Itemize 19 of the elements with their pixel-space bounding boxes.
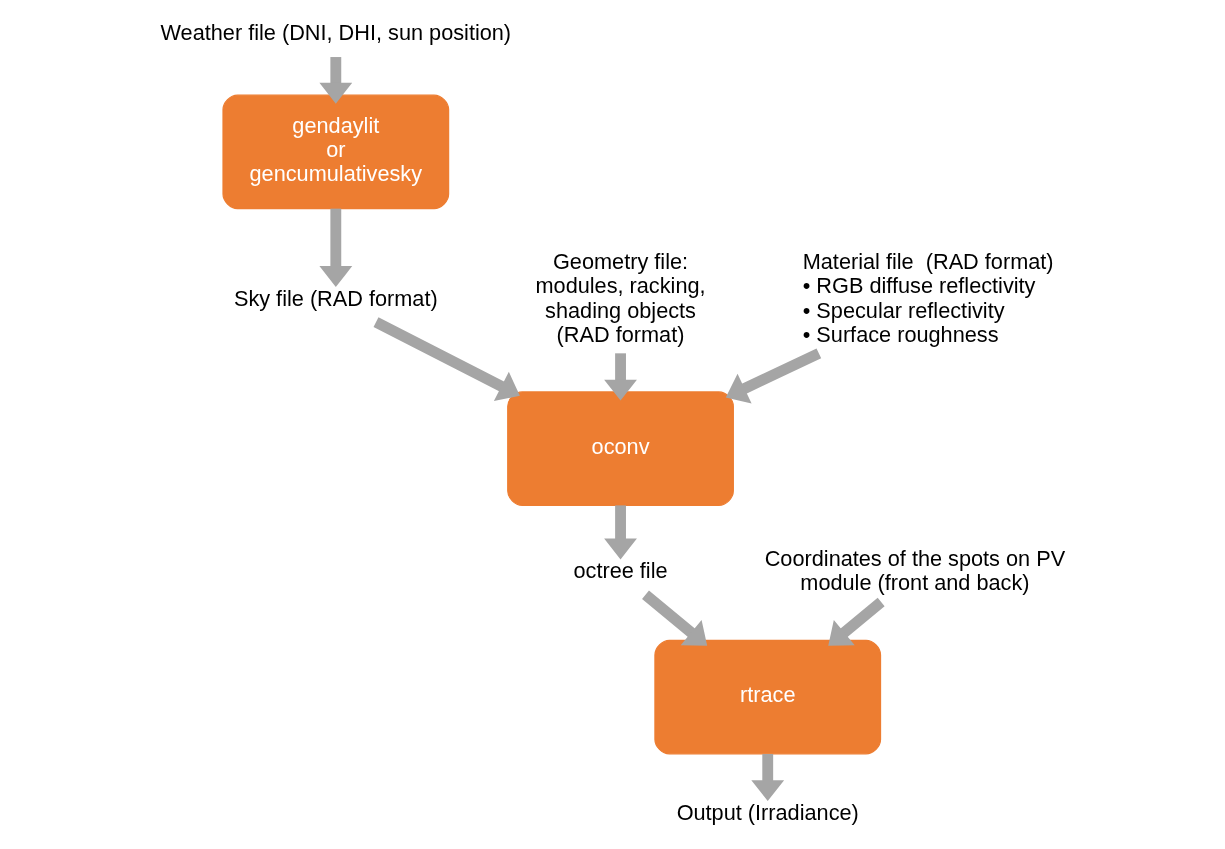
arrow — [641, 590, 707, 646]
node-text: octree file — [572, 558, 668, 584]
node-text: Geometry file: modules, racking, shading objects (RAD format) — [534, 249, 706, 347]
arrow — [827, 597, 885, 646]
arrow — [603, 353, 637, 401]
arrow — [725, 348, 821, 404]
arrow — [603, 505, 637, 560]
node-text: Sky file (RAD format) — [233, 285, 438, 311]
node-box: rtrace — [653, 639, 881, 755]
node-box: oconv — [506, 391, 734, 506]
arrow — [318, 208, 352, 287]
node-text: Coordinates of the spots on PV module (front and back) — [764, 546, 1065, 596]
node-text: Output (Irradiance) — [676, 799, 859, 825]
node-text: Weather file (DNI, DHI, sun position) — [160, 20, 511, 46]
node-box: gendaylit or gencumulativesky — [221, 94, 449, 210]
arrow — [318, 57, 352, 104]
arrow — [750, 754, 784, 802]
arrow — [373, 317, 520, 401]
node-text: Material file (RAD format) • RGB diffuse reflectivity • Specular reflectivity • Surface roughness — [802, 249, 1054, 347]
